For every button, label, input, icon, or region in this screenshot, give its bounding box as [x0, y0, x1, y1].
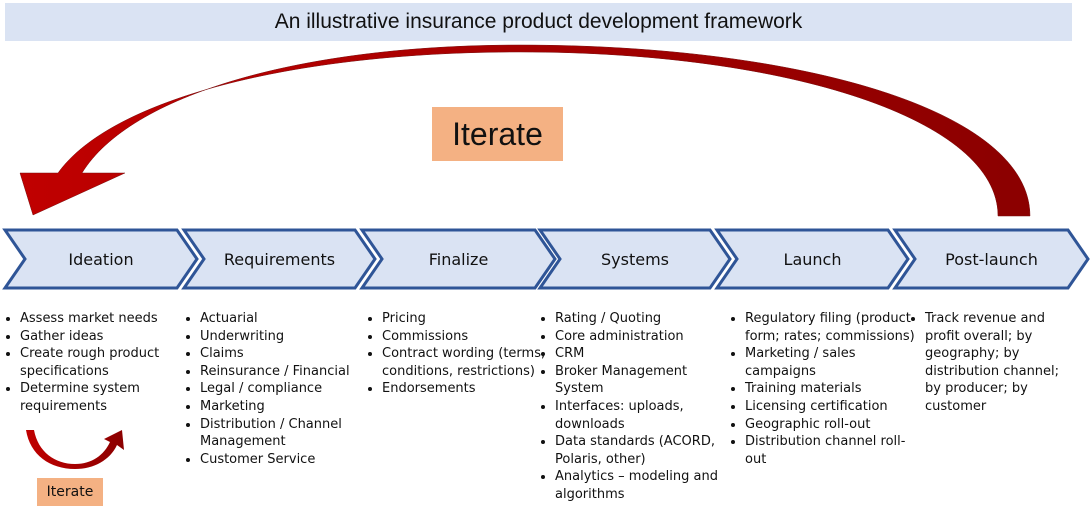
- list-item: Contract wording (terms, conditions, res…: [382, 345, 552, 380]
- stage-label: Post-launch: [945, 249, 1038, 269]
- stage-items-list: PricingCommissionsContract wording (term…: [364, 310, 552, 398]
- list-item: Create rough product specifications: [20, 345, 170, 380]
- chevron-0: [2, 228, 199, 290]
- list-item: Marketing / sales campaigns: [745, 345, 915, 380]
- iterate-label: Iterate: [432, 107, 563, 161]
- list-item: Interfaces: uploads, downloads: [555, 398, 725, 433]
- list-item: Broker Management System: [555, 363, 725, 398]
- list-item: Customer Service: [200, 451, 370, 469]
- chevron-3: [537, 228, 732, 290]
- list-item: Data standards (ACORD, Polaris, other): [555, 433, 725, 468]
- list-item: Pricing: [382, 310, 552, 328]
- list-item: Marketing: [200, 398, 370, 416]
- list-item: Regulatory filing (product form; rates; …: [745, 310, 915, 345]
- list-item: Claims: [200, 345, 370, 363]
- stage-items-list: Assess market needsGather ideasCreate ro…: [2, 310, 170, 416]
- list-item: Geographic roll-out: [745, 416, 915, 434]
- chevron-1: [181, 228, 377, 290]
- stage-label: Launch: [783, 249, 842, 269]
- chevron-5: [892, 228, 1090, 290]
- stage-label: Finalize: [428, 249, 489, 269]
- small-iterate-arrow-icon: [26, 430, 124, 469]
- list-item: Licensing certification: [745, 398, 915, 416]
- chevron-2: [359, 228, 557, 290]
- list-item: Legal / compliance: [200, 380, 370, 398]
- stage-items-list: ActuarialUnderwritingClaimsReinsurance /…: [182, 310, 370, 468]
- list-item: Analytics – modeling and algorithms: [555, 468, 725, 503]
- chevron-4: [714, 228, 910, 290]
- list-item: Reinsurance / Financial: [200, 363, 370, 381]
- iterate-small-label: Iterate: [37, 478, 103, 506]
- stage-label: Requirements: [223, 249, 336, 269]
- large-iterate-arrow-icon: [19, 44, 1031, 217]
- stage-items-list: Track revenue and profit overall; by geo…: [907, 310, 1075, 416]
- list-item: Underwriting: [200, 328, 370, 346]
- list-item: Determine system requirements: [20, 380, 170, 415]
- diagram-title: An illustrative insurance product develo…: [5, 3, 1072, 41]
- stage-label: Ideation: [68, 249, 134, 269]
- stage-items-list: Rating / QuotingCore administrationCRMBr…: [537, 310, 725, 504]
- stage-items-list: Regulatory filing (product form; rates; …: [727, 310, 915, 468]
- list-item: Distribution / Channel Management: [200, 416, 370, 451]
- list-item: CRM: [555, 345, 725, 363]
- list-item: Core administration: [555, 328, 725, 346]
- stage-label: Systems: [601, 249, 669, 269]
- list-item: Training materials: [745, 380, 915, 398]
- list-item: Actuarial: [200, 310, 370, 328]
- list-item: Gather ideas: [20, 328, 170, 346]
- list-item: Distribution channel roll-out: [745, 433, 915, 468]
- list-item: Commissions: [382, 328, 552, 346]
- list-item: Rating / Quoting: [555, 310, 725, 328]
- list-item: Endorsements: [382, 380, 552, 398]
- list-item: Assess market needs: [20, 310, 170, 328]
- list-item: Track revenue and profit overall; by geo…: [925, 310, 1075, 416]
